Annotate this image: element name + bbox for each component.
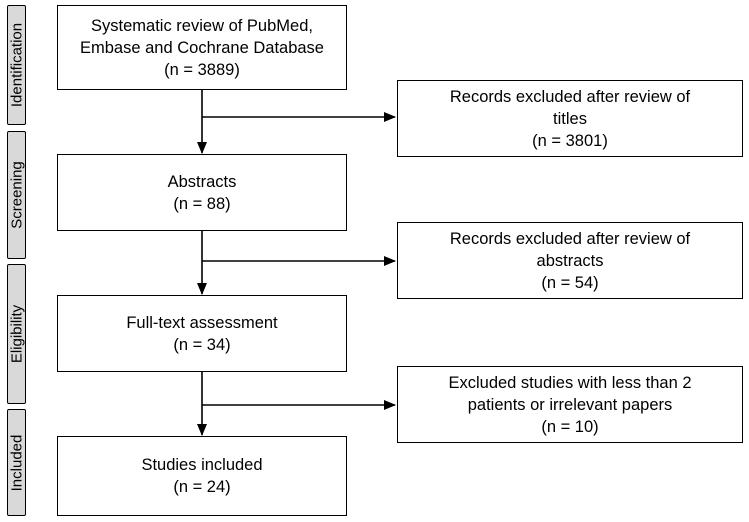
excluded-titles-line1: Records excluded after review of bbox=[449, 87, 691, 106]
excluded-titles-count: (n = 3801) bbox=[532, 131, 608, 150]
stage-eligibility: Eligibility bbox=[7, 264, 26, 404]
excluded-abstracts-box: Records excluded after review of abstrac… bbox=[397, 222, 743, 299]
excluded-studies-count: (n = 10) bbox=[541, 417, 599, 436]
abstracts-label: Abstracts bbox=[167, 172, 237, 191]
excluded-abstracts-line1: Records excluded after review of bbox=[449, 229, 691, 248]
search-box: Systematic review of PubMed, Embase and … bbox=[57, 5, 347, 90]
stage-eligibility-label: Eligibility bbox=[8, 304, 25, 364]
search-line1: Systematic review of PubMed, bbox=[91, 16, 313, 35]
excluded-studies-box: Excluded studies with less than 2 patien… bbox=[397, 366, 743, 443]
stage-screening: Screening bbox=[7, 131, 26, 259]
abstracts-box: Abstracts (n = 88) bbox=[57, 154, 347, 231]
fulltext-box: Full-text assessment (n = 34) bbox=[57, 295, 347, 372]
fulltext-count: (n = 34) bbox=[173, 335, 231, 354]
excluded-studies-line1: Excluded studies with less than 2 bbox=[448, 373, 692, 392]
fulltext-label: Full-text assessment bbox=[126, 313, 278, 332]
excluded-titles-box: Records excluded after review of titles … bbox=[397, 80, 743, 157]
included-count: (n = 24) bbox=[173, 478, 231, 496]
included-box: Studies included (n = 24) bbox=[57, 436, 347, 516]
stage-identification-label: Identification bbox=[8, 22, 25, 108]
search-count: (n = 3889) bbox=[164, 60, 240, 79]
excluded-titles-line2: titles bbox=[553, 109, 587, 128]
stage-screening-label: Screening bbox=[8, 161, 25, 229]
abstracts-count: (n = 88) bbox=[173, 194, 231, 213]
stage-included: Included bbox=[7, 409, 26, 516]
included-label: Studies included bbox=[141, 456, 263, 474]
excluded-abstracts-line2: abstracts bbox=[536, 251, 604, 270]
stage-identification: Identification bbox=[7, 5, 26, 125]
search-line2: Embase and Cochrane Database bbox=[80, 38, 324, 57]
excluded-abstracts-count: (n = 54) bbox=[541, 273, 599, 292]
stage-included-label: Included bbox=[8, 434, 25, 491]
excluded-studies-line2: patients or irrelevant papers bbox=[467, 395, 673, 414]
